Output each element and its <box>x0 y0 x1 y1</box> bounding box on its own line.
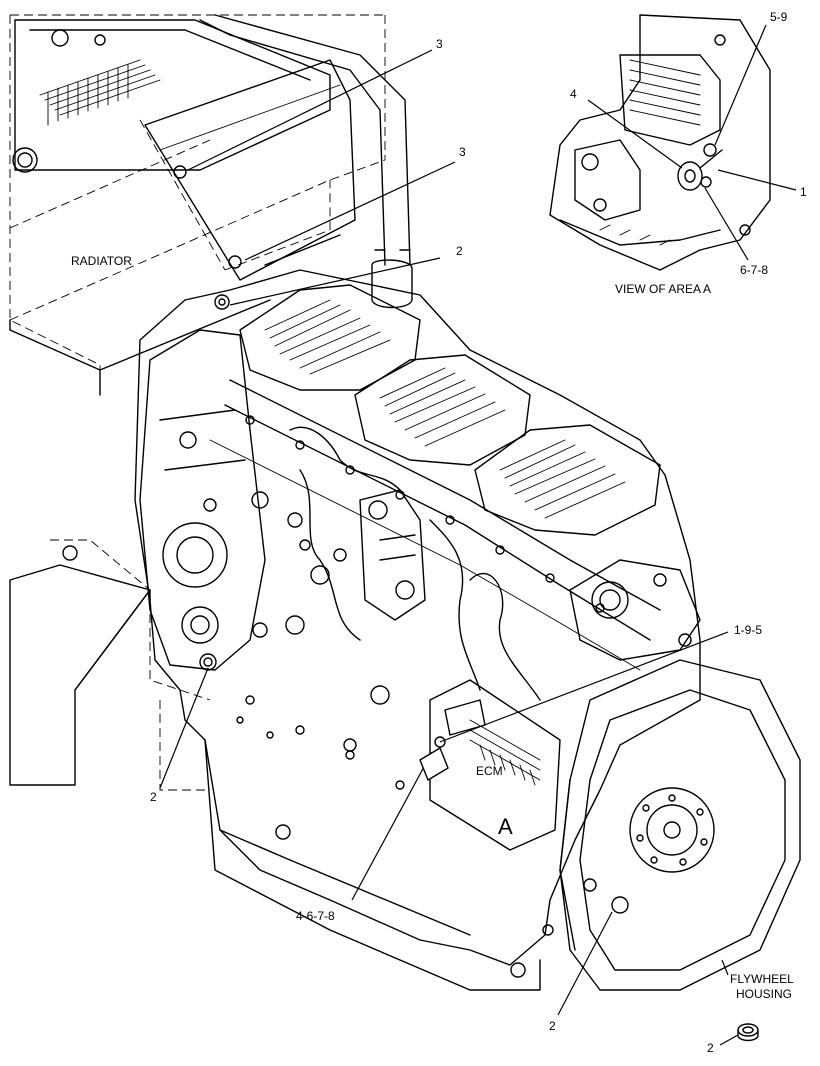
leader-4-6-7-8 <box>351 751 433 901</box>
inset-sensor <box>677 143 723 191</box>
callout-1: 1 <box>800 185 807 199</box>
leader-1-9-5 <box>439 631 729 743</box>
radiator-hose <box>199 14 413 309</box>
flywheel-hub <box>629 787 715 873</box>
leader-2-top <box>229 257 441 306</box>
ecm-module <box>429 679 561 851</box>
exhaust-manifold <box>569 559 701 661</box>
leader-1 <box>717 169 797 191</box>
leader-6-7-8 <box>704 187 749 261</box>
o-ring-top <box>214 294 230 310</box>
o-ring-left <box>199 653 217 671</box>
callout-3-lower: 3 <box>459 145 466 159</box>
engine-ports <box>251 491 415 752</box>
radiator-label: RADIATOR <box>71 254 132 268</box>
leader-2-left <box>159 667 209 789</box>
ecm-label: ECM <box>476 764 503 778</box>
callout-leaders <box>159 24 797 1046</box>
callout-targets <box>199 294 759 1042</box>
view-of-area-a-inset <box>549 14 771 271</box>
front-gear-housing <box>139 329 266 671</box>
hose-clamp-bracket <box>144 59 356 281</box>
callout-2-left: 2 <box>150 790 157 804</box>
sensor-connector <box>419 747 449 781</box>
callout-3-upper: 3 <box>436 37 443 51</box>
callout-6-7-8: 6-7-8 <box>740 263 768 277</box>
callout-1-9-5: 1-9-5 <box>734 623 762 637</box>
left-guard <box>9 539 211 791</box>
part-labels: RADIATOR VIEW OF AREA A ECM FLYWHEEL HOU… <box>71 254 794 1001</box>
hose-clamp-upper <box>173 165 187 179</box>
leader-2-bottom <box>557 911 613 1016</box>
leader-flywheel <box>721 959 729 976</box>
valve-cover-2 <box>354 354 531 466</box>
callout-2-bottom: 2 <box>549 1019 556 1033</box>
callout-5-9: 5-9 <box>770 10 788 24</box>
flywheel-housing <box>559 559 801 991</box>
fuel-filter-base <box>359 489 426 621</box>
view-of-area-label: VIEW OF AREA A <box>615 282 711 296</box>
flywheel-label-line2: HOUSING <box>736 987 792 1001</box>
leader-3-lower <box>244 161 456 261</box>
radiator-outline <box>9 14 386 395</box>
leader-2-loose <box>719 1034 739 1046</box>
valve-cover-3 <box>474 424 661 536</box>
rail-bolts <box>236 415 605 790</box>
flywheel-bolts <box>636 794 708 866</box>
radiator-cap <box>12 147 38 173</box>
flywheel-plug <box>611 896 629 914</box>
leader-4 <box>587 99 683 169</box>
hose-clamp-lower <box>228 255 242 269</box>
leader-5-9 <box>714 24 767 146</box>
harness-routing <box>289 426 541 701</box>
engine-block <box>134 269 701 991</box>
radiator-grille <box>39 59 161 126</box>
leader-3-upper <box>187 49 433 171</box>
callout-4-6-7-8: 4-6-7-8 <box>296 909 335 923</box>
loose-o-ring <box>737 1023 759 1042</box>
flywheel-label-line1: FLYWHEEL <box>730 972 794 986</box>
callout-labels: 3 3 2 5-9 4 1 6-7-8 1-9-5 2 4-6-7-8 2 2 … <box>150 10 807 1055</box>
area-a-marker: A <box>498 814 513 839</box>
callout-4: 4 <box>570 87 577 101</box>
radiator-lower-wedge <box>9 299 271 396</box>
callout-2-loose: 2 <box>707 1041 714 1055</box>
callout-2-top: 2 <box>456 244 463 258</box>
